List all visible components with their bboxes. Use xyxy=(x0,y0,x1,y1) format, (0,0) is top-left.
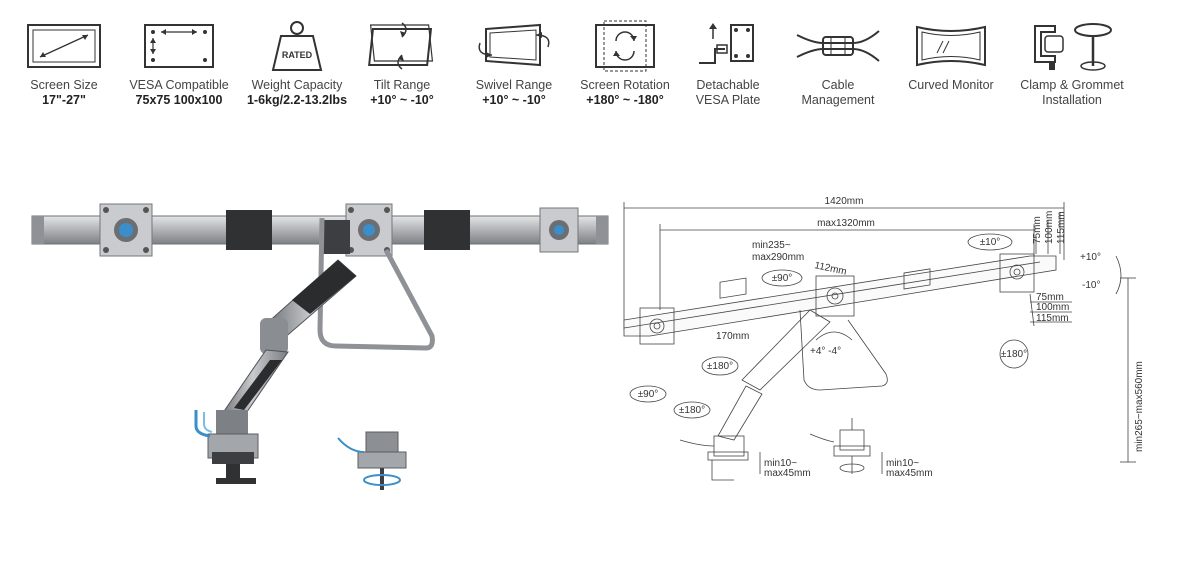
dim-center-tilt: +4° -4° xyxy=(810,346,841,357)
dim-total-width: 1420mm xyxy=(825,196,864,207)
swivel-icon xyxy=(478,23,550,67)
curved-monitor-icon xyxy=(916,25,986,67)
vesa-plate-center xyxy=(345,203,393,257)
dim-tilt-plus: +10° xyxy=(1080,252,1101,263)
dim-rot-180-base: ±180° xyxy=(679,405,705,416)
dim-100-top: 100mm xyxy=(1044,211,1055,244)
dim-height-range: min265~max560mm xyxy=(1134,361,1145,452)
feature-label: Tilt Range xyxy=(373,78,431,92)
feature-value: +10° ~ -10° xyxy=(370,93,434,107)
feature-weight: RATED Weight Capacity 1-6kg/2.2-13.2lbs xyxy=(237,14,357,108)
dim-rot-180-arm: ±180° xyxy=(707,361,733,372)
feature-screen-size: Screen Size 17"-27" xyxy=(4,14,124,108)
dim-swivel-10: ±10° xyxy=(980,237,1001,248)
feature-vesa-plate: Detachable VESA Plate xyxy=(668,14,788,108)
dim-max-width: max1320mm xyxy=(817,218,875,229)
carry-handle xyxy=(317,217,435,351)
dim-115-side: 115mm xyxy=(1036,313,1069,324)
product-photo xyxy=(31,203,609,490)
dim-arm-range-2: max290mm xyxy=(752,252,804,263)
dim-75-top: 75mm xyxy=(1032,216,1043,244)
feature-label: Detachable VESA Plate xyxy=(695,78,761,107)
dim-tilt-minus: -10° xyxy=(1082,280,1100,291)
feature-value: 75x75 100x100 xyxy=(135,93,223,107)
feature-swivel: Swivel Range +10° ~ -10° xyxy=(454,14,574,108)
vesa-plate-right xyxy=(539,207,579,253)
dim-170: 170mm xyxy=(716,331,749,342)
feature-label: VESA Compatible xyxy=(129,78,229,92)
dim-swivel-90: ±90° xyxy=(772,273,793,284)
feature-value: +10° ~ -10° xyxy=(482,93,546,107)
clamp-grommet-icon xyxy=(1034,23,1112,71)
usb-cable xyxy=(194,410,211,438)
feature-vesa: VESA Compatible 75x75 100x100 xyxy=(119,14,239,108)
cable-icon xyxy=(796,30,880,62)
feature-value: 1-6kg/2.2-13.2lbs xyxy=(246,93,348,107)
dim-arm-range-1: min235~ xyxy=(752,240,791,251)
dim-112: 112mm xyxy=(813,260,847,278)
feature-label: Clamp & Grommet Installation xyxy=(1020,78,1124,107)
vesa-plate-icon xyxy=(699,23,754,64)
feature-cable: Cable Management xyxy=(778,14,898,108)
vesa-icon xyxy=(144,24,214,68)
feature-label: Weight Capacity xyxy=(251,78,343,92)
screen-size-icon xyxy=(27,24,101,68)
feature-label: Swivel Range xyxy=(475,78,553,92)
feature-label: Screen Rotation xyxy=(580,78,670,92)
feature-value: +180° ~ -180° xyxy=(586,93,664,107)
weight-icon: RATED xyxy=(271,21,323,71)
grommet-base xyxy=(337,431,407,490)
feature-value: 17"-27" xyxy=(42,93,86,107)
rated-badge-text: RATED xyxy=(282,50,313,60)
feature-label: Cable Management xyxy=(801,78,875,107)
feature-rotation: Screen Rotation +180° ~ -180° xyxy=(565,14,685,108)
dim-clamp1-b: max45mm xyxy=(764,468,811,479)
feature-curved: Curved Monitor xyxy=(891,14,1011,93)
feature-tilt: Tilt Range +10° ~ -10° xyxy=(342,14,462,108)
dim-75-side: 75mm xyxy=(1036,292,1064,303)
rotation-icon xyxy=(595,20,655,72)
vesa-plate-left xyxy=(99,203,153,257)
dim-swivel-90-base: ±90° xyxy=(638,389,659,400)
dim-115-top: 115mm xyxy=(1056,211,1067,244)
dim-clamp1-a: min10~ xyxy=(764,458,797,469)
dim-100-side: 100mm xyxy=(1036,302,1069,313)
dimension-drawing: 1420mm max1320mm min235~ max290mm 112mm … xyxy=(623,196,1145,481)
dim-rot-180-right: ±180° xyxy=(1001,349,1027,360)
feature-clamp: Clamp & Grommet Installation xyxy=(1012,14,1132,108)
tilt-icon xyxy=(368,22,434,70)
dim-clamp2-a: min10~ xyxy=(886,458,919,469)
feature-label: Curved Monitor xyxy=(908,78,994,92)
feature-label: Screen Size xyxy=(30,78,98,92)
dim-clamp2-b: max45mm xyxy=(886,468,933,479)
